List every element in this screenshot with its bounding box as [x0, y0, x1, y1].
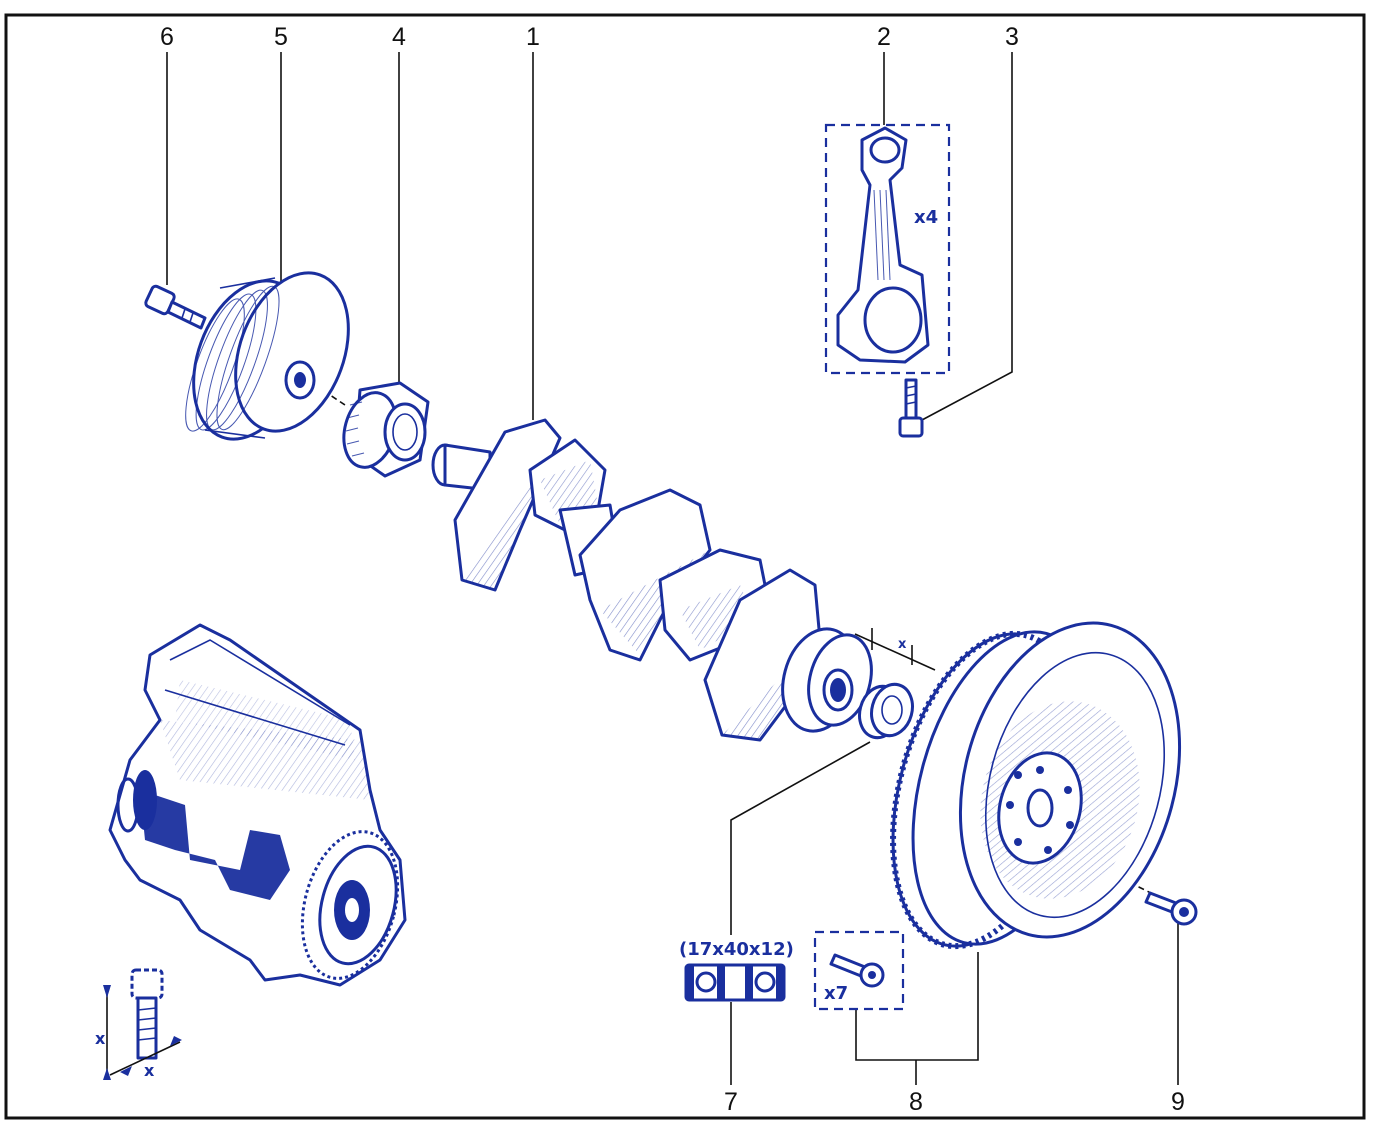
- timing-gear: [342, 381, 430, 478]
- connecting-rod-group: x4: [824, 123, 951, 375]
- frame-border: [4, 13, 1366, 1120]
- seal-spec: (17x40x12): [679, 939, 794, 1002]
- crankshaft: [431, 418, 873, 742]
- callout-7: 7: [724, 1088, 738, 1116]
- flywheel-bolts-quantity: x7: [824, 983, 848, 1004]
- flange-dim-x: x: [898, 637, 907, 652]
- flywheel-bolt: [1144, 891, 1198, 926]
- connecting-rod-dashed-box: [824, 123, 951, 375]
- callout-2: 2: [877, 23, 891, 51]
- pilot-bearing: [858, 682, 914, 740]
- flange-dimension: x: [854, 628, 936, 671]
- callout-1: 1: [526, 23, 540, 51]
- callout-5: 5: [274, 23, 288, 51]
- seal-dimensions: (17x40x12): [679, 939, 794, 960]
- flywheel-bolts-group: x7: [813, 930, 905, 1011]
- bolt-dim-x-horizontal: x: [144, 1061, 155, 1080]
- flywheel-bolts-dashed-box: [813, 930, 905, 1011]
- connecting-rod-bolt: [898, 378, 924, 438]
- crankshaft-pulley: [185, 271, 350, 441]
- bolt-dimension-diagram: x x: [95, 968, 182, 1080]
- connecting-rod-quantity: x4: [914, 207, 938, 228]
- callout-9: 9: [1171, 1088, 1185, 1116]
- callout-8: 8: [909, 1088, 923, 1116]
- flywheel: [890, 621, 1182, 950]
- bolt-dim-x-vertical: x: [95, 1029, 106, 1048]
- callout-4: 4: [392, 23, 406, 51]
- callout-3: 3: [1005, 23, 1019, 51]
- callout-6: 6: [160, 23, 174, 51]
- pulley-bolt: [144, 284, 207, 330]
- engine-assembly-overview: [108, 623, 407, 987]
